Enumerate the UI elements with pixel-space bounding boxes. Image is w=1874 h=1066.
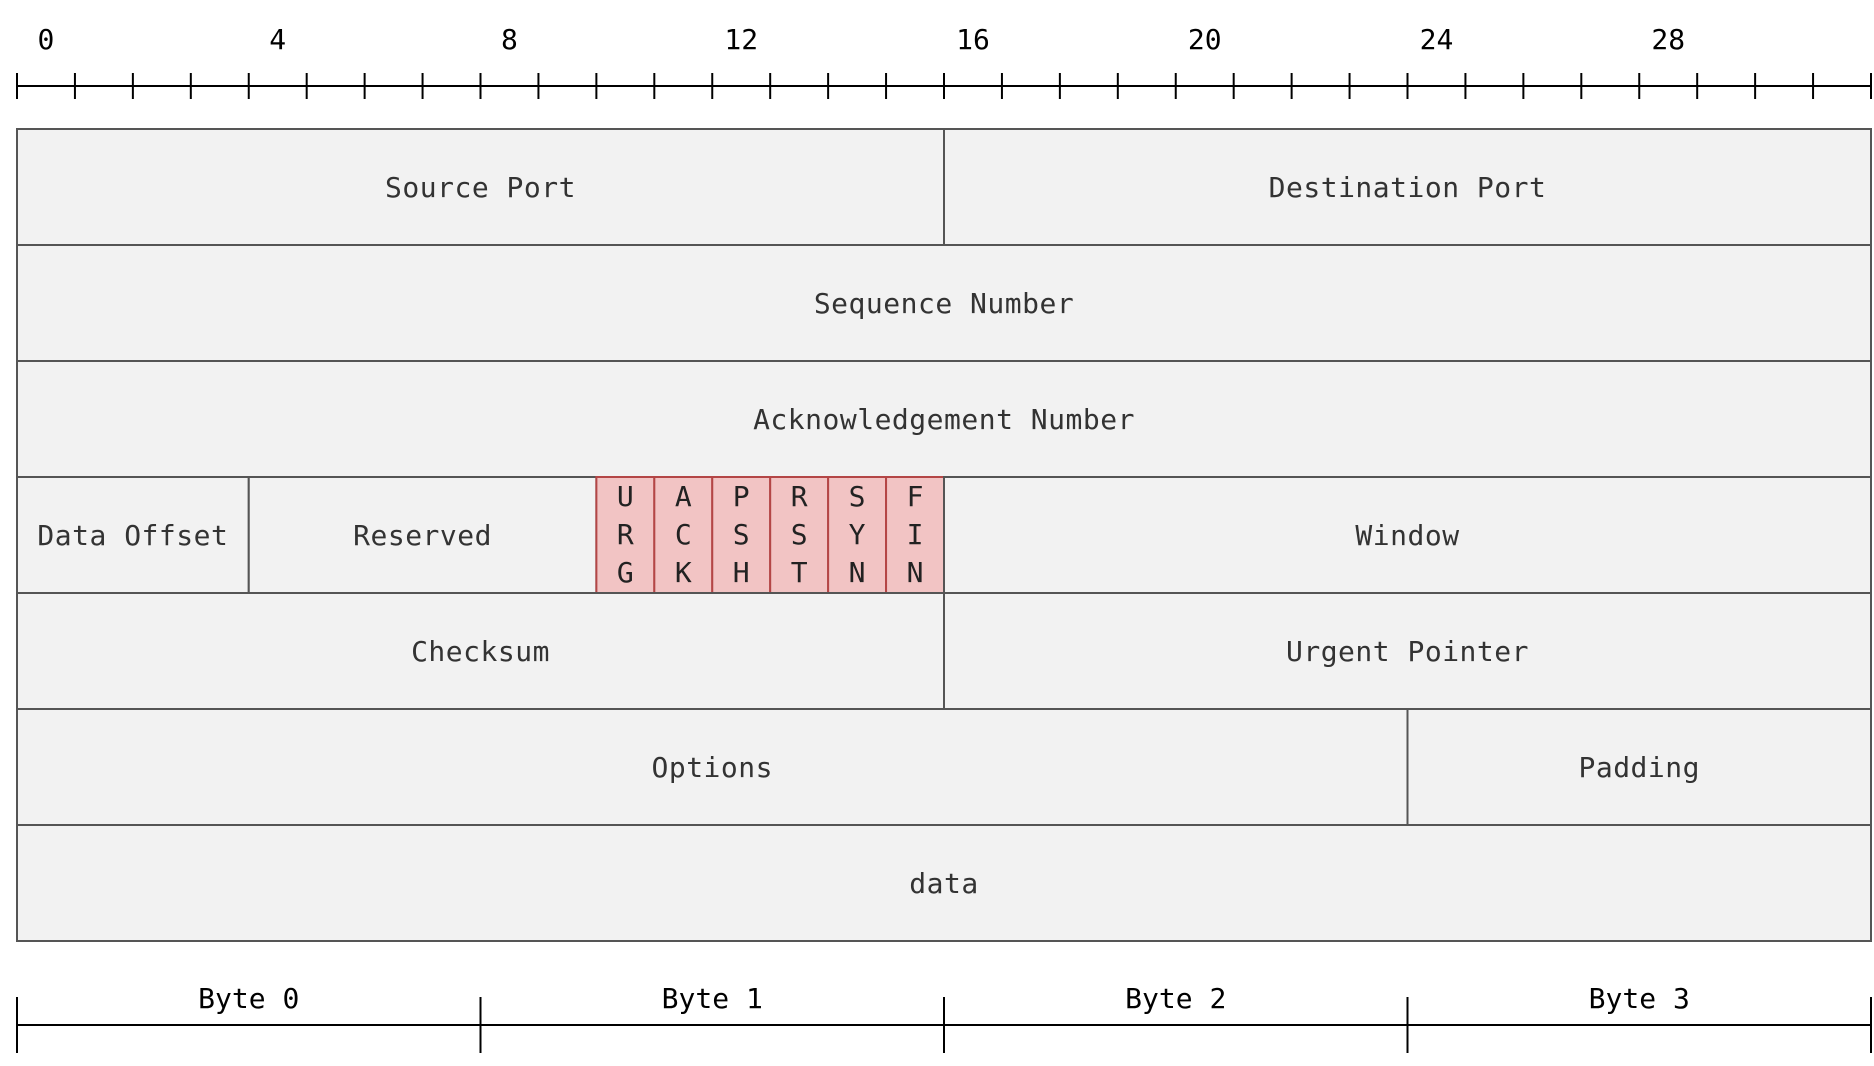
padding-label: Padding	[1578, 750, 1700, 784]
flag-psh-box	[711, 476, 772, 594]
reserved-label: Reserved	[353, 518, 492, 552]
reserved-box	[247, 476, 598, 594]
data-offset-label: Data Offset	[37, 518, 229, 552]
flag-ack-label: A C K	[674, 480, 692, 589]
bit-ruler-label: 24	[1419, 23, 1454, 56]
flag-syn-label: S Y N	[848, 480, 866, 589]
flag-rst-label: R S T	[790, 480, 808, 589]
padding-box	[1406, 708, 1872, 826]
bit-ruler-label: 12	[724, 23, 759, 56]
bit-ruler-label: 0	[37, 23, 55, 56]
checksum-box	[16, 592, 945, 710]
flag-fin-label: F I N	[906, 480, 924, 589]
urgent-pointer-label: Urgent Pointer	[1285, 634, 1529, 668]
options-label: Options	[651, 750, 773, 784]
destination-port-label: Destination Port	[1268, 170, 1547, 204]
source-port-label: Source Port	[385, 170, 576, 204]
flag-fin-box	[885, 476, 945, 594]
bit-ruler-label: 28	[1651, 23, 1686, 56]
destination-port-box	[943, 128, 1872, 246]
flag-ack-box	[653, 476, 714, 594]
data-box	[16, 824, 1872, 942]
bit-ruler-label: 20	[1187, 23, 1222, 56]
source-port-box	[16, 128, 945, 246]
flag-urg-label: U R G	[616, 480, 634, 589]
sequence-number-label: Sequence Number	[813, 286, 1075, 320]
flag-rst-box	[769, 476, 830, 594]
checksum-label: Checksum	[411, 634, 550, 668]
flag-psh-label: P S H	[732, 480, 750, 589]
byte-label: Byte 2	[1125, 982, 1227, 1015]
bit-ruler-label: 4	[269, 23, 287, 56]
byte-label: Byte 1	[661, 982, 763, 1015]
urgent-pointer-box	[943, 592, 1872, 710]
bit-ruler-label: 8	[501, 23, 518, 56]
window-label: Window	[1355, 518, 1460, 552]
byte-label: Byte 0	[198, 982, 300, 1015]
acknowledgement-number-box	[16, 360, 1872, 478]
data-offset-box	[16, 476, 250, 594]
window-box	[943, 476, 1872, 594]
acknowledgement-number-label: Acknowledgement Number	[753, 402, 1135, 436]
byte-label: Byte 3	[1588, 982, 1690, 1015]
data-label: data	[909, 866, 979, 900]
flag-syn-box	[827, 476, 888, 594]
bit-ruler-label: 16	[956, 23, 990, 56]
